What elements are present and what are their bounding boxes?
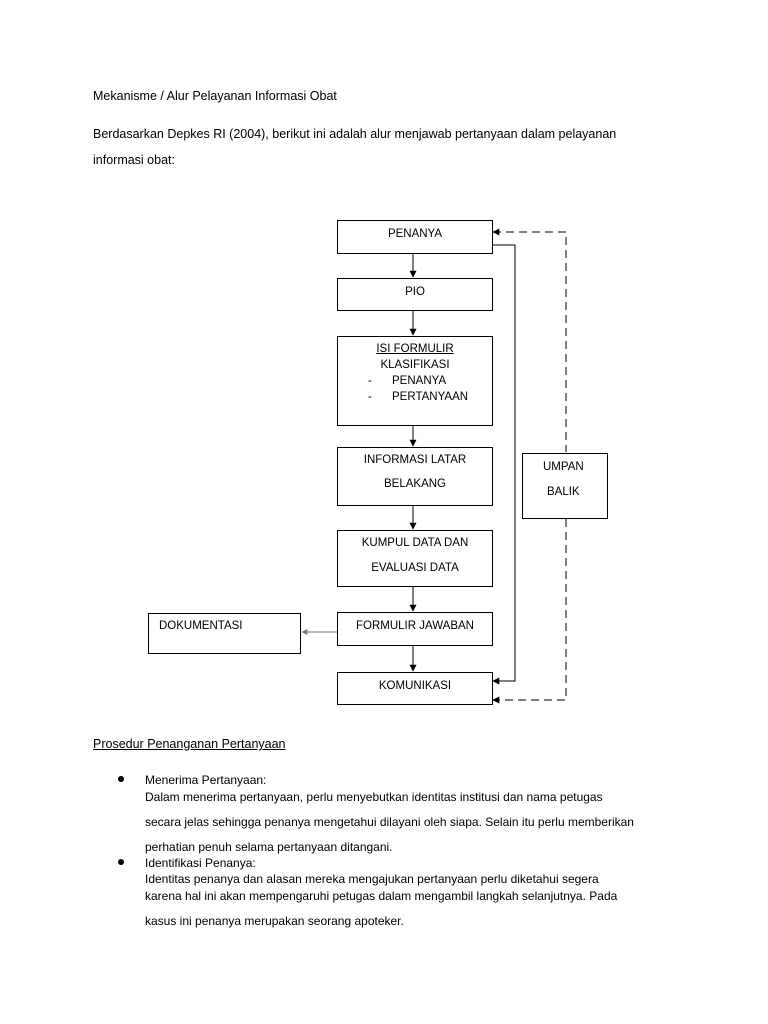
list-item-pertanyaan: PERTANYAAN bbox=[392, 391, 469, 403]
section-title: Prosedur Penanganan Pertanyaan bbox=[93, 737, 286, 751]
list-item-penanya: PENANYA bbox=[392, 375, 447, 387]
box-pio: PIO bbox=[337, 278, 493, 311]
box-informasi-line-2: BELAKANG bbox=[384, 478, 446, 490]
box-penanya: PENANYA bbox=[337, 220, 493, 254]
box-penanya-label: PENANYA bbox=[387, 228, 443, 240]
list-dash: - bbox=[368, 391, 372, 403]
intro-text-line-1: Berdasarkan Depkes RI (2004), berikut in… bbox=[93, 127, 617, 141]
connector-penanya-komunikasi bbox=[492, 244, 516, 685]
box-umpan-balik-line-2: BALIK bbox=[547, 486, 580, 498]
box-isi-formulir: ISI FORMULIR KLASIFIKASI - PENANYA - PER… bbox=[337, 336, 493, 426]
procedure-item-text-line: secara jelas sehingga penanya mengetahui… bbox=[145, 815, 634, 829]
box-formulir-jawaban-label: FORMULIR JAWABAN bbox=[356, 620, 474, 632]
bullet-icon bbox=[118, 776, 124, 782]
procedure-item-heading: Menerima Pertanyaan: bbox=[145, 773, 267, 787]
page-title: Mekanisme / Alur Pelayanan Informasi Oba… bbox=[93, 89, 337, 103]
list-dash: - bbox=[368, 375, 372, 387]
box-umpan-balik: UMPAN BALIK bbox=[522, 453, 608, 519]
box-isi-formulir-subtitle: KLASIFIKASI bbox=[380, 359, 450, 371]
procedure-item-text-line: Identitas penanya dan alasan mereka meng… bbox=[145, 872, 599, 886]
box-dokumentasi: DOKUMENTASI bbox=[148, 613, 301, 654]
box-komunikasi: KOMUNIKASI bbox=[337, 672, 493, 705]
box-komunikasi-label: KOMUNIKASI bbox=[378, 680, 452, 692]
connector-dashed-feedback-top bbox=[492, 228, 567, 452]
procedure-item-heading: Identifikasi Penanya: bbox=[145, 856, 256, 870]
intro-text-line-2: informasi obat: bbox=[93, 153, 175, 167]
box-dokumentasi-label: DOKUMENTASI bbox=[159, 620, 243, 632]
box-umpan-balik-line-1: UMPAN bbox=[543, 461, 584, 473]
bullet-icon bbox=[118, 859, 124, 865]
box-kumpul-line-2: EVALUASI DATA bbox=[371, 562, 459, 574]
procedure-item-text-line: perhatian penuh selama pertanyaan ditang… bbox=[145, 840, 393, 854]
box-informasi-latar-belakang: INFORMASI LATAR BELAKANG bbox=[337, 447, 493, 506]
box-informasi-line-1: INFORMASI LATAR bbox=[363, 454, 467, 466]
box-isi-formulir-title: ISI FORMULIR bbox=[376, 343, 454, 355]
connector-dashed-feedback-bottom bbox=[492, 519, 567, 704]
box-pio-label: PIO bbox=[405, 286, 425, 298]
procedure-item-text-line: karena hal ini akan mempengaruhi petugas… bbox=[145, 889, 618, 903]
procedure-item-text-line: kasus ini penanya merupakan seorang apot… bbox=[145, 914, 404, 928]
procedure-item-text-line: Dalam menerima pertanyaan, perlu menyebu… bbox=[145, 790, 603, 804]
box-formulir-jawaban: FORMULIR JAWABAN bbox=[337, 612, 493, 646]
box-kumpul-data: KUMPUL DATA DAN EVALUASI DATA bbox=[337, 530, 493, 587]
box-kumpul-line-1: KUMPUL DATA DAN bbox=[361, 537, 469, 549]
